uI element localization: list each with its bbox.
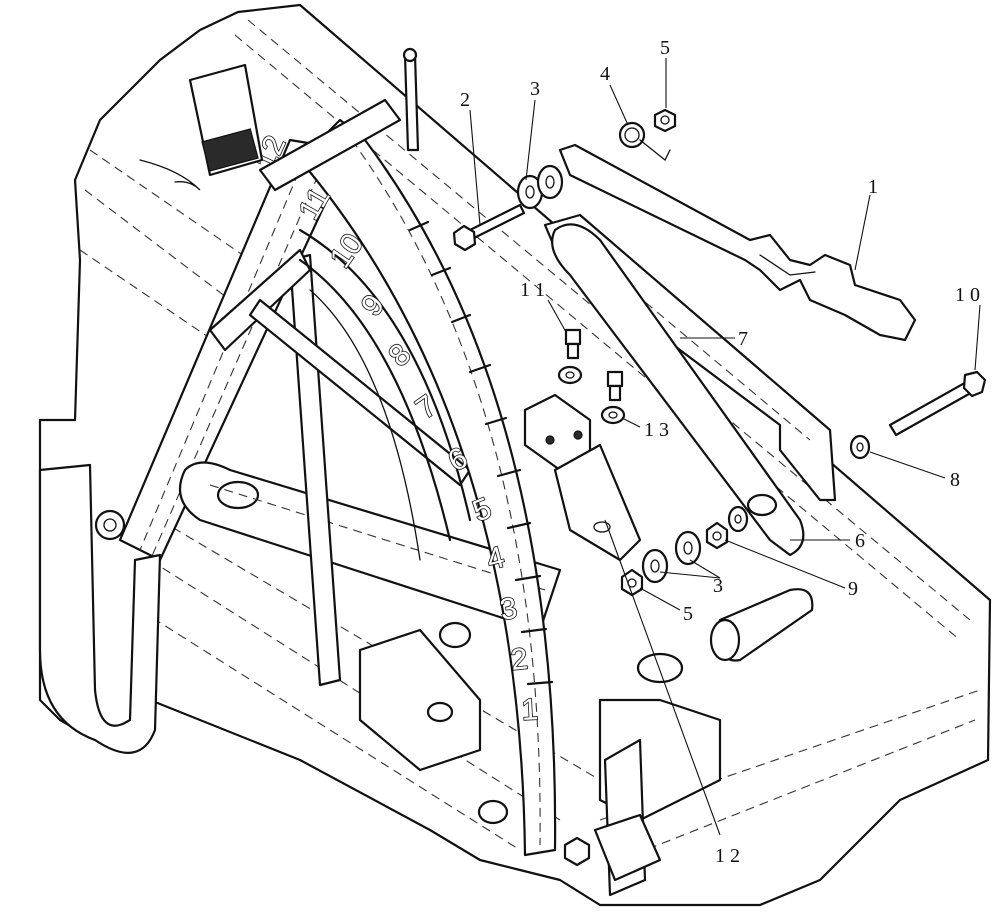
link-tube (551, 223, 805, 557)
callout-1: 1 (868, 176, 878, 198)
callout-5-top: 5 (660, 37, 670, 59)
callout-6: 6 (855, 530, 865, 552)
frame-uprights (208, 248, 472, 687)
washers-lower (641, 505, 749, 584)
cross-tube (178, 461, 562, 632)
callout-3-top: 3 (530, 78, 540, 100)
torsion-spring (618, 121, 671, 162)
callout-9: 9 (848, 578, 858, 600)
scale-number-1: 1 (521, 693, 539, 727)
hex-nut-top (653, 108, 677, 133)
scale-number-2: 2 (509, 642, 529, 677)
callout-8: 8 (950, 469, 960, 491)
hex-nut-9 (705, 521, 729, 550)
small-bolts-11 (564, 328, 624, 402)
lower-brackets (358, 621, 662, 882)
callout-5-lower: 5 (683, 603, 693, 625)
callout-2: 2 (460, 89, 470, 111)
callout-12: 1 2 (715, 845, 740, 867)
bolt-long-right (888, 370, 987, 437)
lever-arm (558, 143, 917, 342)
mounting-plate (553, 443, 642, 562)
scale-number-3: 3 (497, 591, 519, 626)
callout-11: 1 1 (520, 279, 545, 301)
leader-lines (469, 58, 981, 836)
washers-top (516, 164, 564, 210)
pin-guard-hook (38, 463, 162, 754)
callout-4: 4 (600, 63, 610, 85)
callout-labels: 1 2 3 4 5 1 1 7 1 0 1 3 8 6 3 9 5 1 2 (460, 37, 980, 867)
callout-7: 7 (738, 328, 748, 350)
bolt-left (452, 203, 526, 252)
callout-13: 1 3 (644, 419, 669, 441)
washer-8 (849, 434, 871, 460)
scale-number-7: 7 (410, 389, 443, 426)
washers-13 (557, 365, 626, 425)
top-clamp (139, 47, 420, 192)
callout-3-lower: 3 (713, 575, 723, 597)
inner-arc (298, 228, 472, 561)
gauge-scale-plate (298, 118, 557, 857)
scale-ticks (408, 220, 554, 686)
callout-10: 1 0 (955, 284, 980, 306)
